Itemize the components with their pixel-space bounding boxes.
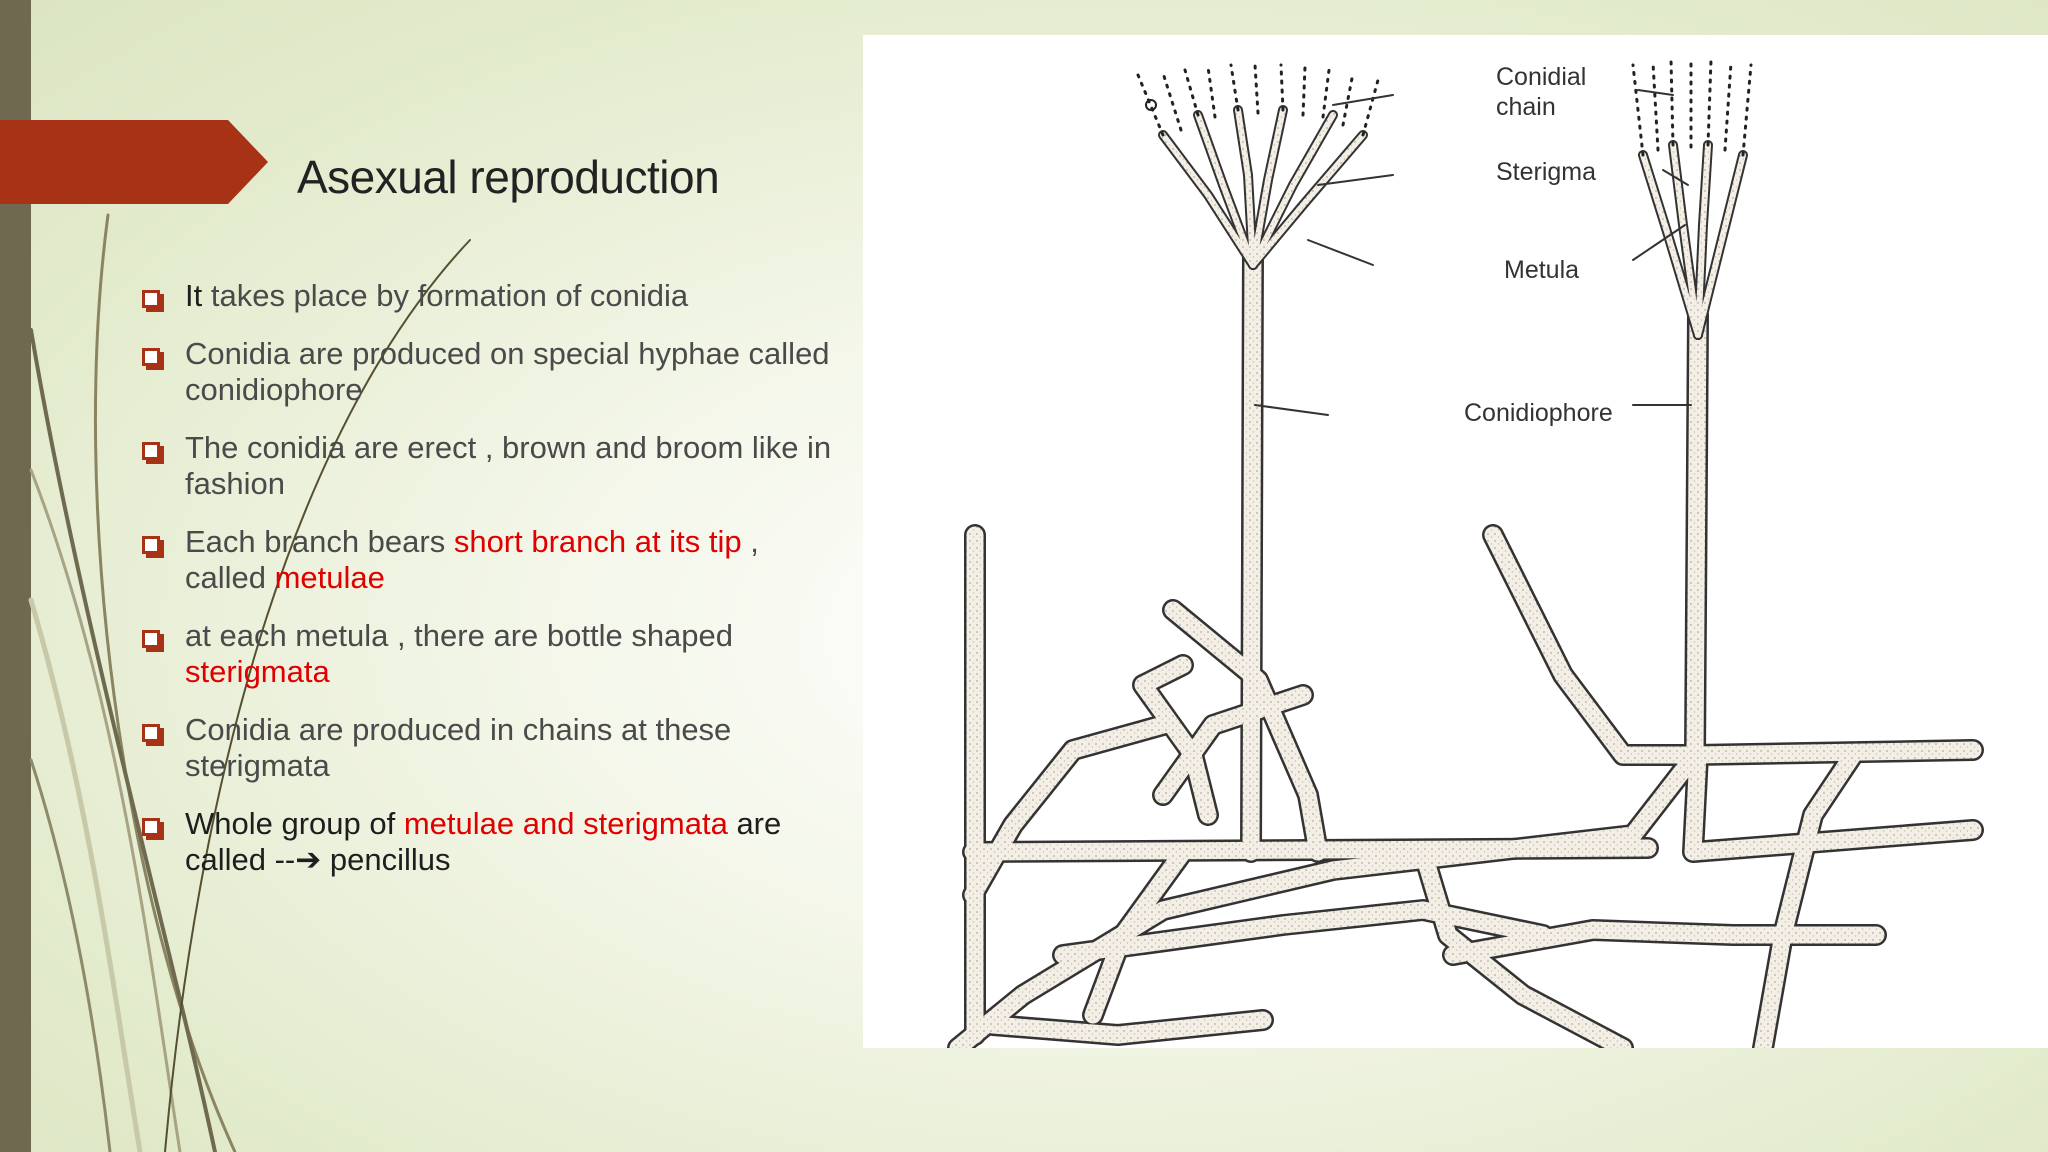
bullet-item: Conidia are produced in chains at these … — [138, 712, 838, 784]
checkbox-bullet-icon — [142, 536, 160, 554]
checkbox-bullet-icon — [142, 348, 160, 366]
slide-title: Asexual reproduction — [297, 151, 720, 203]
label-sterigma: Sterigma — [1496, 158, 1596, 186]
penicillium-diagram: Conidial chain Sterigma Metula Conidioph… — [863, 35, 2048, 1048]
label-conidial-chain: Conidial — [1496, 63, 1586, 91]
bullet-item: Each branch bears short branch at its ti… — [138, 524, 838, 596]
penicillium-illustration: Conidial chain Sterigma Metula Conidioph… — [947, 58, 1984, 1048]
bullet-item: at each metula , there are bottle shaped… — [138, 618, 838, 690]
bullet-item: Conidia are produced on special hyphae c… — [138, 336, 838, 408]
checkbox-bullet-icon — [142, 290, 160, 308]
bullet-list: It takes place by formation of conidia C… — [138, 278, 838, 900]
title-accent-tab — [0, 120, 268, 204]
checkbox-bullet-icon — [142, 724, 160, 742]
bullet-item: The conidia are erect , brown and broom … — [138, 430, 838, 502]
bullet-item: It takes place by formation of conidia — [138, 278, 838, 314]
label-metula: Metula — [1504, 256, 1579, 284]
decorative-swoosh — [28, 213, 471, 1152]
bullet-item: Whole group of metulae and sterigmata ar… — [138, 806, 838, 878]
label-conidial-chain-2: chain — [1496, 93, 1556, 121]
checkbox-bullet-icon — [142, 630, 160, 648]
label-conidiophore: Conidiophore — [1464, 399, 1613, 427]
checkbox-bullet-icon — [142, 818, 160, 836]
checkbox-bullet-icon — [142, 442, 160, 460]
